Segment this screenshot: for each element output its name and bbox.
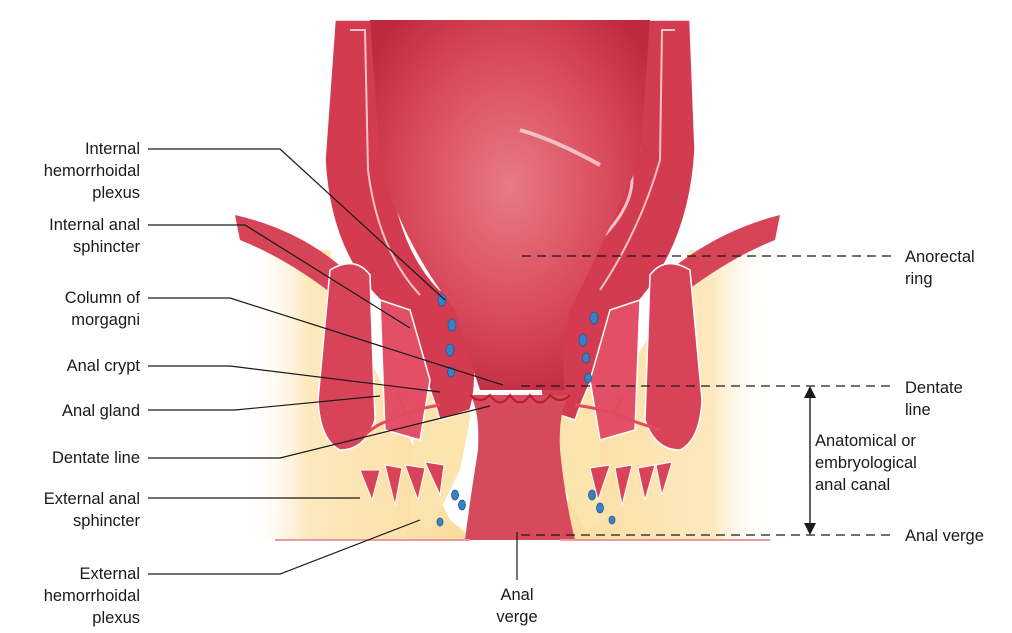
label-dentate-line-right: Dentate line	[905, 377, 1010, 421]
label-anorectal-ring: Anorectal ring	[905, 246, 1010, 290]
label-external-anal-sphincter: External anal sphincter	[0, 488, 140, 532]
anal-canal	[465, 395, 575, 540]
label-anatomical-anal-canal: Anatomical or embryological anal canal	[815, 430, 985, 496]
label-dentate-line: Dentate line	[0, 447, 140, 469]
label-external-hemorrhoidal-plexus: External hemorrhoidal plexus	[0, 563, 140, 629]
label-anal-crypt: Anal crypt	[0, 355, 140, 377]
label-internal-anal-sphincter: Internal anal sphincter	[0, 214, 140, 258]
label-anal-gland: Anal gland	[0, 400, 140, 422]
label-anal-verge-bottom: Anal verge	[470, 584, 564, 628]
label-anal-verge-right: Anal verge	[905, 525, 1012, 547]
label-internal-hemorrhoidal-plexus: Internal hemorrhoidal plexus	[0, 138, 140, 204]
label-column-of-morgagni: Column of morgagni	[0, 287, 140, 331]
